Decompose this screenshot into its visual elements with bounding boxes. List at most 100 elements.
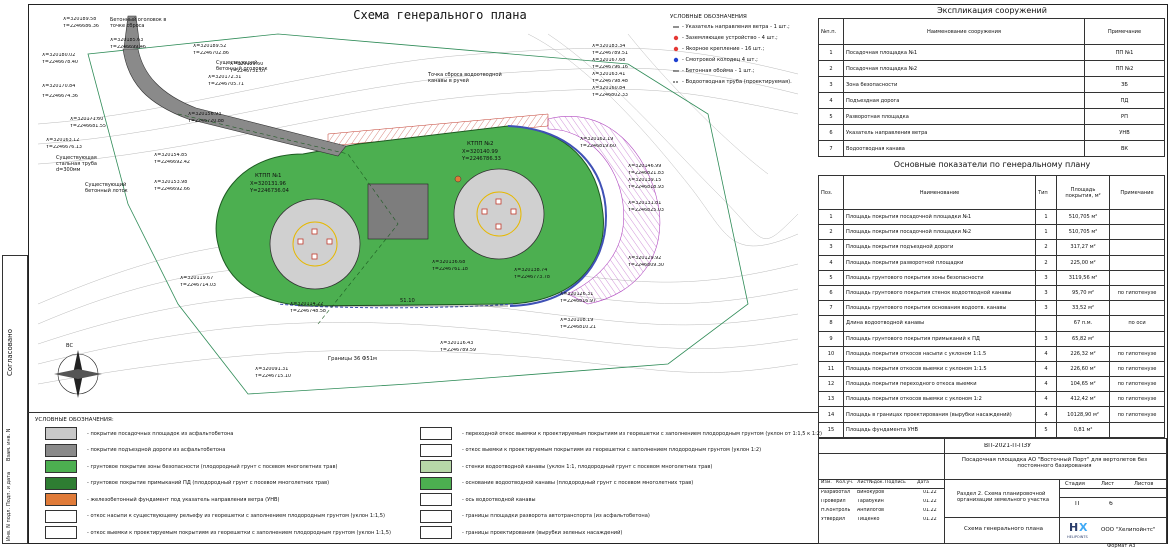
legend-text: - основание водоотводной канавы (плодоро… <box>462 480 694 486</box>
coordinate-label: Y=2246686.36 <box>63 24 99 29</box>
logo-text: HELIPOINTS <box>1067 535 1088 539</box>
legend-item: - грунтовое покрытие примыканий ПД (плод… <box>45 476 330 490</box>
indicators-cell <box>1109 269 1165 286</box>
stamp-sheet: 6 <box>1109 501 1113 507</box>
side-field-1: Взам. инв. N <box>6 428 12 462</box>
indicators-title: Основные показатели по генеральному план… <box>893 160 1091 169</box>
legend-text: - железобетонный фундамент под указатель… <box>87 496 280 503</box>
explication-cell: Подъездная дорога <box>843 92 1085 109</box>
coordinate-label: Y=2246802.33 <box>592 93 628 98</box>
coordinate-label: X=320170.84 <box>42 84 76 89</box>
coordinate-label: Y=2246705.71 <box>208 82 244 87</box>
coordinate-label: X=320114.22 <box>290 302 324 307</box>
label-bounds: Границы 36 Ф51м <box>328 356 377 362</box>
coordinate-label: Y=2246676.13 <box>46 145 82 150</box>
stamp-divider <box>944 439 945 543</box>
north-arrow <box>54 350 102 398</box>
coordinate-label: Y=2246748.58 <box>290 309 326 314</box>
coordinate-label: Y=2246810.21 <box>560 325 596 330</box>
stamp-header: №док. <box>869 480 884 485</box>
stamp-date: 01.22 <box>923 508 937 513</box>
indicators-cell: 4 <box>818 254 844 271</box>
legend-item: - границы проектирования (вырубки зелены… <box>420 526 622 539</box>
sheet-frame <box>28 4 1168 544</box>
indicators-cell: Площадь покрытия посадочной площадки №2 <box>843 224 1036 241</box>
indicators-cell: Площадь в границах проектирования (выруб… <box>843 406 1036 423</box>
coordinate-label: Y=2246715.10 <box>255 374 291 379</box>
label-head: Бетонный оголовок в точке сброса <box>110 17 167 29</box>
indicators-cell: Площадь покрытия откосов насыпи с уклоно… <box>843 345 1036 362</box>
explication-cell: 3 <box>818 76 844 93</box>
coordinate-label: X=320108.19 <box>560 318 594 323</box>
legend-item: - ось водоотводной канавы <box>420 493 536 506</box>
coordinate-label: X=320116.43 <box>440 341 474 346</box>
legend-swatch <box>420 509 452 523</box>
legend-item: - стенки водоотводной канавы (уклон 1:1,… <box>420 460 712 473</box>
pad-2-marking <box>476 191 522 237</box>
legend-text: - грунтовое покрытие примыканий ПД (плод… <box>87 480 330 486</box>
indicators-cell: 2 <box>1035 239 1057 256</box>
coordinate-label: X=320139.15 <box>628 178 662 183</box>
label-ktpp1-x: X=320131.96 <box>250 181 286 187</box>
legend-swatch <box>420 443 452 457</box>
indicators-cell: Площадь покрытия откосов выемки с уклоно… <box>843 391 1036 408</box>
indicators-cell: Площадь грунтового покрытия основания во… <box>843 300 1036 317</box>
survey-line <box>177 113 399 325</box>
stamp-date: 01.22 <box>923 517 937 522</box>
coordinate-label: X=320167.68 <box>592 58 626 63</box>
label-pipe: Существующая стальная труба d=300мм <box>56 155 97 173</box>
coordinate-label: X=320091.31 <box>255 367 289 372</box>
coordinate-label: Y=2246751.07 <box>230 69 266 74</box>
legend-item: - переходной откос выемки к проектируемы… <box>420 427 822 440</box>
indicators-cell <box>1109 224 1165 241</box>
road-head <box>123 15 141 49</box>
stamp-person: Тарабукин <box>857 499 884 504</box>
indicators-cell: Площадь грунтового покрытия примыканий к… <box>843 330 1036 347</box>
coordinate-label: X=320138.74 <box>514 268 548 273</box>
indicators-cell <box>1109 208 1165 226</box>
side-stamp: Согласовано Взам. инв. N Подп. и дата Ин… <box>2 255 28 544</box>
explication-cell: 6 <box>818 124 844 141</box>
indicators-cell: Длина водоотводной канавы <box>843 315 1036 332</box>
coordinate-label: Y=2246821.83 <box>628 171 664 176</box>
indicators-cell: 95,70 м² <box>1056 284 1110 302</box>
stamp-sheets-header: Листов <box>1134 481 1154 487</box>
svg-text:X: X <box>1079 521 1088 534</box>
indicators-cell: 4 <box>1035 391 1057 408</box>
coordinate-label: Y=2246720.88 <box>188 119 224 124</box>
coordinate-label: X=320171.60 <box>70 117 104 122</box>
indicators-cell <box>1109 254 1165 271</box>
coordinate-label: X=320131.81 <box>628 201 662 206</box>
indicators-cell: 14 <box>818 406 844 423</box>
stamp-divider <box>819 479 944 480</box>
stamp-divider <box>944 479 1166 480</box>
indicators-cell: 67 п.м. <box>1056 315 1110 332</box>
explication-cell: Зона безопасности <box>843 76 1085 93</box>
coordinate-label: Y=2246702.86 <box>193 51 229 56</box>
label-existing-head: Существующий бетонный оголовок <box>216 60 268 72</box>
indicators-header: Поз. <box>818 175 844 210</box>
legend-swatch <box>420 476 452 490</box>
stamp-date: 01.22 <box>923 499 937 504</box>
indicators-table: Поз. Наименование Тип Площадь покрытия, … <box>818 175 1165 438</box>
indicators-cell: по оси <box>1109 315 1165 332</box>
drainage-channel <box>507 125 608 307</box>
anchor-points <box>297 198 517 260</box>
access-road <box>122 48 347 157</box>
explication-cell: РП <box>1084 108 1165 125</box>
label-ktpp2-x: X=320140.99 <box>462 149 498 155</box>
coordinate-label: X=320153.98 <box>154 180 188 185</box>
legend-swatch <box>420 493 452 506</box>
indicators-cell <box>1109 300 1165 317</box>
stamp-sheet-name: Схема генерального плана <box>964 526 1044 532</box>
